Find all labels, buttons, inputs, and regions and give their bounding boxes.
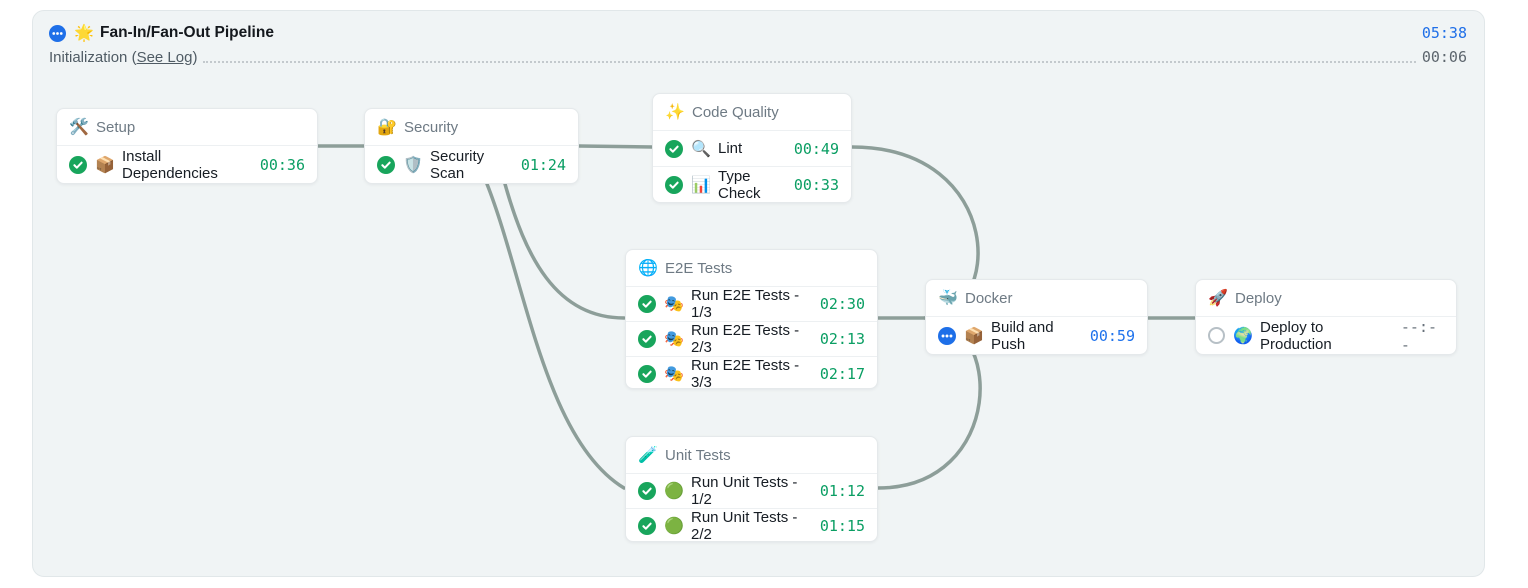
task-time: 00:33 xyxy=(793,175,839,194)
whale-icon: 🐳 xyxy=(938,288,958,307)
task-lint[interactable]: 🔍 Lint 00:49 xyxy=(653,131,851,167)
task-run-e2e-3[interactable]: 🎭 Run E2E Tests - 3/3 02:17 xyxy=(626,357,877,391)
pipeline-header: 🌟 Fan-In/Fan-Out Pipeline 05:38 xyxy=(33,11,1484,42)
task-label: Lint xyxy=(718,140,743,157)
success-icon xyxy=(638,517,656,535)
globe-icon: 🌐 xyxy=(638,258,658,277)
dotted-leader xyxy=(203,60,1416,63)
task-time: 01:12 xyxy=(819,482,865,500)
task-label: Deploy to Production xyxy=(1260,318,1332,353)
success-icon xyxy=(69,155,87,174)
success-icon xyxy=(638,330,656,348)
task-time: 02:17 xyxy=(819,365,865,383)
task-type-check[interactable]: 📊 Type Check 00:33 xyxy=(653,167,851,202)
task-label: Security Scan xyxy=(430,147,485,182)
task-label: Run E2E Tests - 2/3 xyxy=(691,322,800,356)
task-time: 02:13 xyxy=(819,330,865,348)
node-security[interactable]: 🔐 Security 🛡️ Security Scan 01:24 xyxy=(364,108,579,184)
package-icon: 📦 xyxy=(95,154,115,174)
task-run-e2e-2[interactable]: 🎭 Run E2E Tests - 2/3 02:13 xyxy=(626,322,877,357)
node-docker[interactable]: 🐳 Docker 📦 Build and Push 00:59 xyxy=(925,279,1148,355)
task-label: Type Check xyxy=(718,167,761,202)
stage-label: Initialization xyxy=(49,48,128,66)
test-tube-icon: 🧪 xyxy=(638,445,658,464)
pending-status-icon xyxy=(1208,327,1225,344)
node-title: Deploy xyxy=(1235,289,1282,307)
see-log-link[interactable]: See Log xyxy=(136,48,193,66)
sparkles-icon: ✨ xyxy=(665,102,685,121)
node-e2e-tests-header: 🌐 E2E Tests xyxy=(626,250,877,287)
node-title: Code Quality xyxy=(692,103,779,121)
pipeline-total-time: 05:38 xyxy=(1421,24,1467,42)
node-deploy-header: 🚀 Deploy xyxy=(1196,280,1456,317)
task-label: Run E2E Tests - 1/3 xyxy=(691,287,800,321)
task-time: --:-- xyxy=(1400,317,1438,354)
node-deploy[interactable]: 🚀 Deploy 🌍 Deploy to Production --:-- xyxy=(1195,279,1457,355)
performing-arts-icon: 🎭 xyxy=(664,364,684,383)
locked-with-key-icon: 🔐 xyxy=(377,117,397,136)
green-circle-icon: 🟢 xyxy=(664,481,684,500)
rocket-icon: 🚀 xyxy=(1208,288,1228,307)
task-run-e2e-1[interactable]: 🎭 Run E2E Tests - 1/3 02:30 xyxy=(626,287,877,322)
pipeline-title-text: Fan-In/Fan-Out Pipeline xyxy=(100,24,274,41)
task-time: 01:15 xyxy=(819,517,865,535)
node-unit-tests[interactable]: 🧪 Unit Tests 🟢 Run Unit Tests - 1/2 01:1… xyxy=(625,436,878,543)
task-time: 02:30 xyxy=(819,295,865,313)
success-icon xyxy=(638,482,656,500)
magnifying-glass-icon: 🔍 xyxy=(691,138,711,158)
node-setup-header: 🛠️ Setup xyxy=(57,109,317,146)
task-time: 00:59 xyxy=(1089,326,1135,345)
bar-chart-icon: 📊 xyxy=(691,174,711,194)
task-time: 00:36 xyxy=(259,155,305,174)
node-setup[interactable]: 🛠️ Setup 📦 Install Dependencies 00:36 xyxy=(56,108,318,184)
node-code-quality-header: ✨ Code Quality xyxy=(653,94,851,131)
node-unit-tests-header: 🧪 Unit Tests xyxy=(626,437,877,474)
node-title: Unit Tests xyxy=(665,446,731,464)
initialization-row: Initialization (See Log) 00:06 xyxy=(33,42,1484,66)
task-label: Run Unit Tests - 1/2 xyxy=(691,474,798,508)
task-time: 00:49 xyxy=(793,139,839,158)
task-run-unit-2[interactable]: 🟢 Run Unit Tests - 2/2 01:15 xyxy=(626,509,877,543)
running-status-icon xyxy=(938,326,956,345)
node-code-quality[interactable]: ✨ Code Quality 🔍 Lint 00:49 📊 Type Check… xyxy=(652,93,852,203)
pipeline-title: 🌟 Fan-In/Fan-Out Pipeline xyxy=(74,24,274,42)
edge-security-codequality xyxy=(577,144,654,149)
paren-close-char: ) xyxy=(192,48,198,66)
node-docker-header: 🐳 Docker xyxy=(926,280,1147,317)
success-icon xyxy=(638,295,656,313)
glowing-star-icon: 🌟 xyxy=(74,23,94,42)
shield-icon: 🛡️ xyxy=(403,154,423,174)
green-circle-icon: 🟢 xyxy=(664,516,684,535)
task-label: Run E2E Tests - 3/3 xyxy=(691,357,800,391)
hammer-wrench-icon: 🛠️ xyxy=(69,117,89,136)
task-run-unit-1[interactable]: 🟢 Run Unit Tests - 1/2 01:12 xyxy=(626,474,877,509)
task-deploy-to-production[interactable]: 🌍 Deploy to Production --:-- xyxy=(1196,317,1456,354)
paren-open-char: ( xyxy=(131,48,137,66)
task-install-dependencies[interactable]: 📦 Install Dependencies 00:36 xyxy=(57,146,317,183)
running-status-icon xyxy=(49,24,66,42)
performing-arts-icon: 🎭 xyxy=(664,294,684,313)
task-time: 01:24 xyxy=(520,155,566,174)
task-security-scan[interactable]: 🛡️ Security Scan 01:24 xyxy=(365,146,578,183)
task-build-and-push[interactable]: 📦 Build and Push 00:59 xyxy=(926,317,1147,354)
task-label: Install Dependencies xyxy=(122,147,218,182)
success-icon xyxy=(665,139,683,158)
performing-arts-icon: 🎭 xyxy=(664,329,684,348)
node-e2e-tests[interactable]: 🌐 E2E Tests 🎭 Run E2E Tests - 1/3 02:30 … xyxy=(625,249,878,391)
success-icon xyxy=(638,365,656,383)
task-label: Build and Push xyxy=(991,318,1054,353)
edge-security-e2e xyxy=(503,182,626,320)
node-security-header: 🔐 Security xyxy=(365,109,578,146)
task-label: Run Unit Tests - 2/2 xyxy=(691,509,798,543)
package-icon: 📦 xyxy=(964,325,984,345)
node-title: Security xyxy=(404,118,459,136)
node-title: Setup xyxy=(96,118,136,136)
success-icon xyxy=(377,155,395,174)
node-title: E2E Tests xyxy=(665,259,733,277)
stage-time: 00:06 xyxy=(1421,48,1467,66)
earth-globe-icon: 🌍 xyxy=(1233,325,1253,345)
edge-security-unit xyxy=(485,182,626,490)
node-title: Docker xyxy=(965,289,1013,307)
success-icon xyxy=(665,175,683,194)
